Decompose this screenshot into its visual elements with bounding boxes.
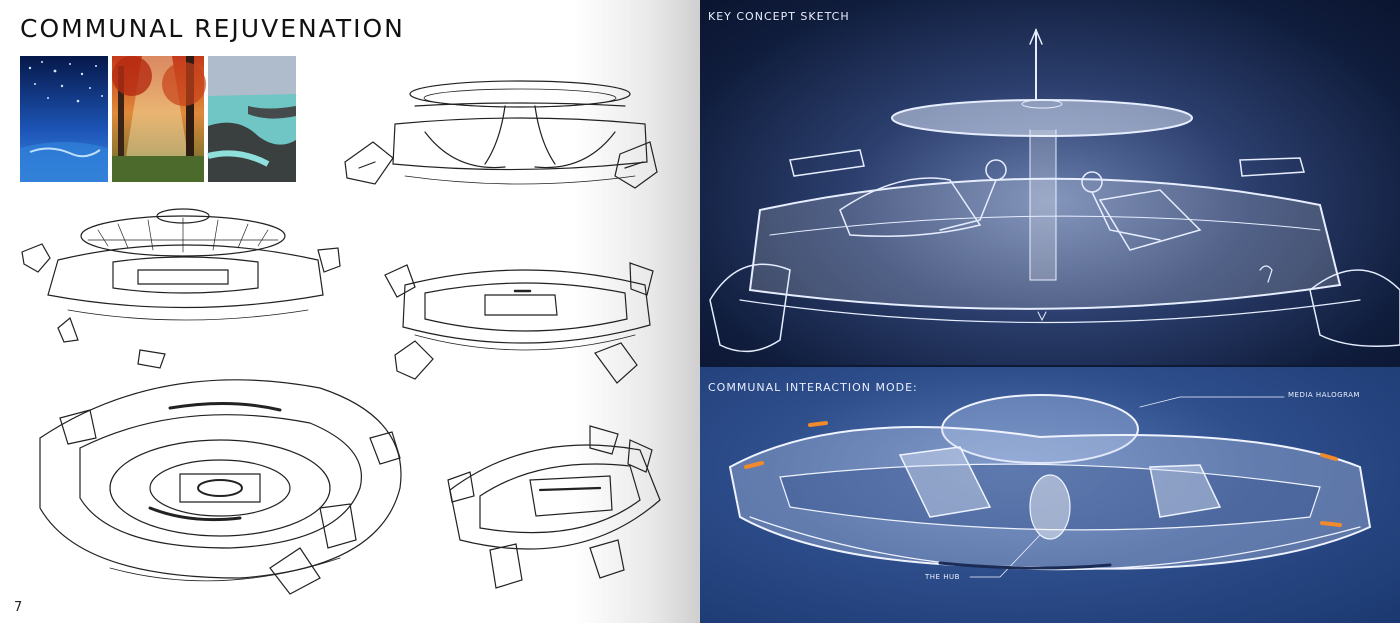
callout-the-hub: THE HUB	[925, 573, 960, 581]
key-concept-panel: KEY CONCEPT SKETCH	[700, 0, 1400, 365]
key-concept-sketch	[709, 28, 1400, 353]
left-page: COMMUNAL REJUVENATION	[0, 0, 700, 623]
sketch-pod-overhead	[20, 348, 420, 598]
sketch-pod-side-angle	[440, 420, 680, 595]
key-concept-label: KEY CONCEPT SKETCH	[708, 10, 850, 23]
sketch-pod-top-angle	[384, 255, 670, 390]
communal-interaction-panel: COMMUNAL INTERACTION MODE: MEDIA HALOGR	[700, 367, 1400, 623]
page-number: 7	[14, 600, 23, 615]
sketch-pod-perspective	[18, 200, 348, 355]
sketch-pod-front-view	[335, 72, 665, 212]
callout-media-halogram: MEDIA HALOGRAM	[1288, 391, 1360, 399]
right-page: KEY CONCEPT SKETCH	[700, 0, 1400, 623]
mood-image-forest-light	[112, 56, 206, 182]
mood-image-starry-pool	[20, 56, 108, 182]
communal-interaction-sketch	[728, 394, 1372, 578]
page-title: COMMUNAL REJUVENATION	[20, 14, 405, 43]
mood-image-lagoon	[207, 56, 296, 182]
communal-interaction-label: COMMUNAL INTERACTION MODE:	[708, 381, 918, 394]
